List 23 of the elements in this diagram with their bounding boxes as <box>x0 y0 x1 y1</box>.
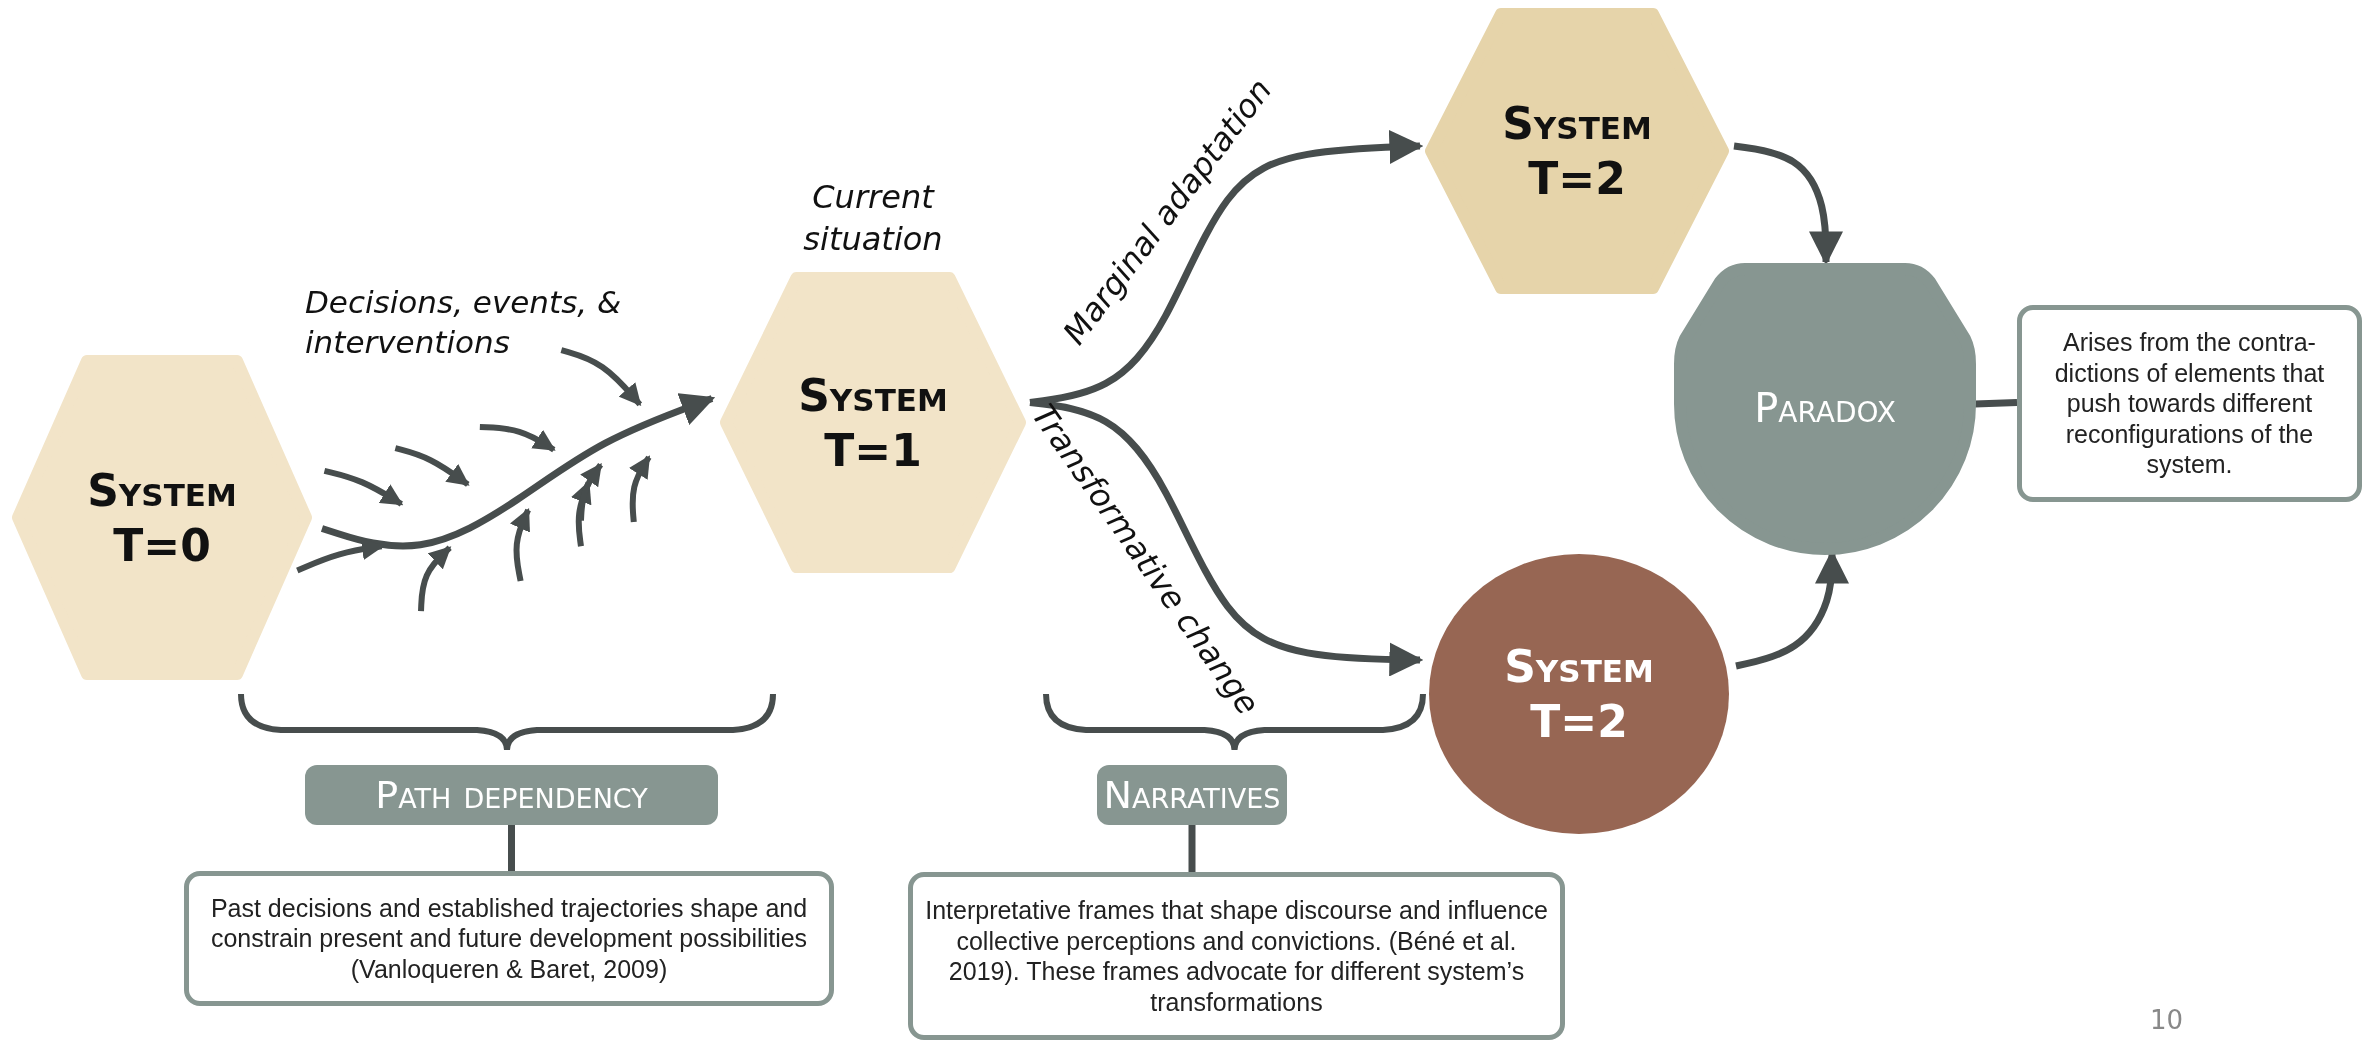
annotation-text: Decisions, events, & interventions <box>305 283 623 363</box>
connector-line <box>1974 399 2018 408</box>
connector-line <box>508 825 515 871</box>
text-box: Past decisions and established trajectories shape and constrain present and future development possibilities (Vanloqueren & Baret, 2009) <box>184 871 834 1006</box>
arrow <box>320 393 716 550</box>
text-box: Interpretative frames that shape discourse and influence collective perceptions and convictions. (Béné et al. 2019). These frames advocate for different system’s transformations <box>908 872 1565 1040</box>
arrow <box>1029 399 1424 677</box>
connector-line <box>1188 825 1196 872</box>
node-title: T=2 <box>1528 152 1626 206</box>
section-label: Path dependency <box>305 765 718 825</box>
text-box: Arises from the contra- dictions of elements that push towards different reconfigurations of the system. <box>2017 305 2362 502</box>
node-caption: Current situation <box>802 177 944 260</box>
node-title: T=1 <box>824 423 922 478</box>
node-title: System <box>87 463 237 518</box>
arrow <box>1733 142 1843 266</box>
node-title: System <box>1504 640 1654 694</box>
node-title: T=2 <box>1530 695 1628 749</box>
node-title: T=0 <box>113 518 211 573</box>
section-label: Narratives <box>1097 765 1287 825</box>
node-title: System <box>1502 97 1652 151</box>
page-number: 10 <box>2150 1004 2185 1037</box>
node-title: System <box>798 368 948 423</box>
node-title: Paradox <box>1754 384 1896 433</box>
